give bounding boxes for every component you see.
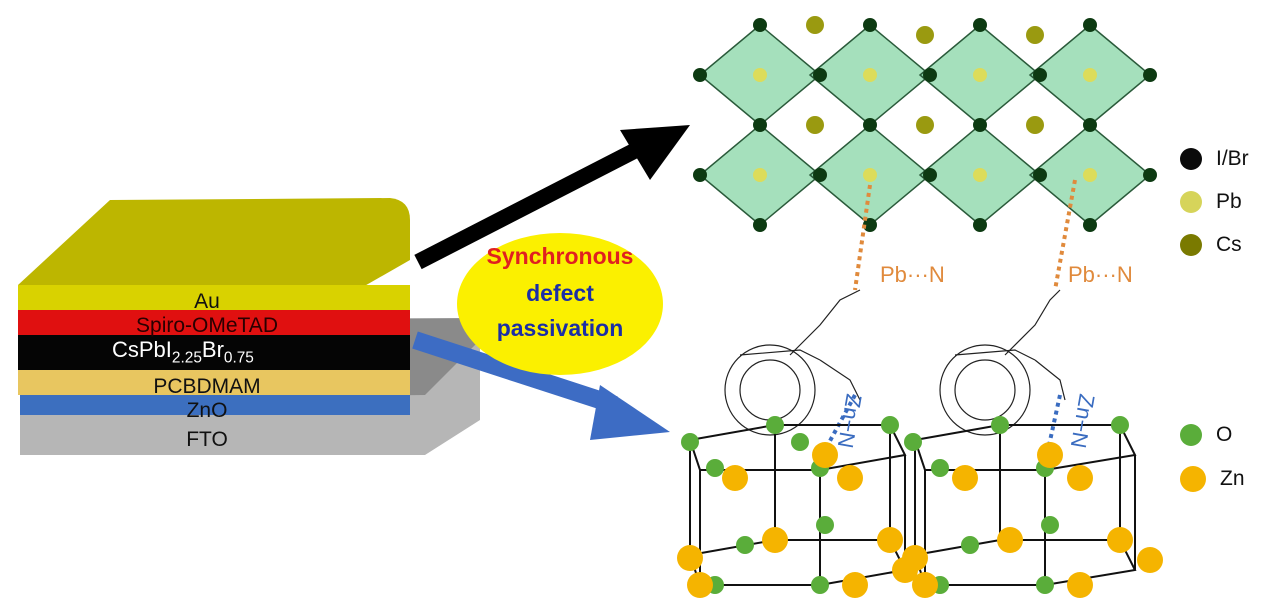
ibr-atom-icon	[1180, 148, 1202, 170]
o-atom-icon	[1180, 424, 1202, 446]
legend-pb: Pb	[1180, 190, 1242, 214]
callout-line1: Synchronous	[486, 243, 634, 269]
layer-label-au: Au	[194, 290, 220, 313]
legend-zn-label: Zn	[1220, 467, 1245, 490]
legend-zn: Zn	[1180, 466, 1245, 492]
arrows	[412, 125, 690, 440]
zno-zn-atoms	[677, 442, 1163, 598]
pcbdmam-layer	[18, 370, 410, 395]
legend-o: O	[1180, 423, 1232, 447]
callout-line2: defect	[526, 280, 594, 306]
perovskite-lattice	[693, 16, 1157, 232]
layer-label-fto: FTO	[186, 428, 228, 451]
layer-label-spiro: Spiro-OMeTAD	[136, 314, 278, 337]
legend-cs: Cs	[1180, 233, 1242, 257]
legend-ibr: I/Br	[1180, 147, 1249, 171]
spiro-layer	[18, 310, 410, 335]
zn-n-bond-lines	[823, 394, 1062, 451]
au-top-face	[18, 198, 410, 300]
zn-atom-icon	[1180, 466, 1206, 492]
callout-oval	[457, 233, 663, 375]
pb-n-label-left: Pb···N	[880, 262, 945, 287]
legend-pb-label: Pb	[1216, 190, 1242, 213]
zno-layer	[20, 395, 410, 415]
layer-label-perovskite: CsPbI2.25Br0.75	[112, 337, 254, 367]
legend-ibr-label: I/Br	[1216, 147, 1249, 170]
molecules	[724, 289, 1066, 436]
au-layer	[18, 285, 410, 310]
legend-cs-label: Cs	[1216, 233, 1242, 256]
perovskite-layer	[18, 335, 410, 370]
pb-n-label-right: Pb···N	[1068, 262, 1133, 287]
legend-o-label: O	[1216, 423, 1233, 446]
device-stack	[18, 198, 480, 455]
cs-atom-icon	[1180, 234, 1202, 256]
pb-atom-icon	[1180, 191, 1202, 213]
pb-n-bond-lines	[853, 179, 1077, 291]
layer-label-pcbdmam: PCBDMAM	[153, 375, 261, 398]
callout-line3: passivation	[496, 315, 624, 341]
layer-label-zno: ZnO	[186, 399, 228, 422]
